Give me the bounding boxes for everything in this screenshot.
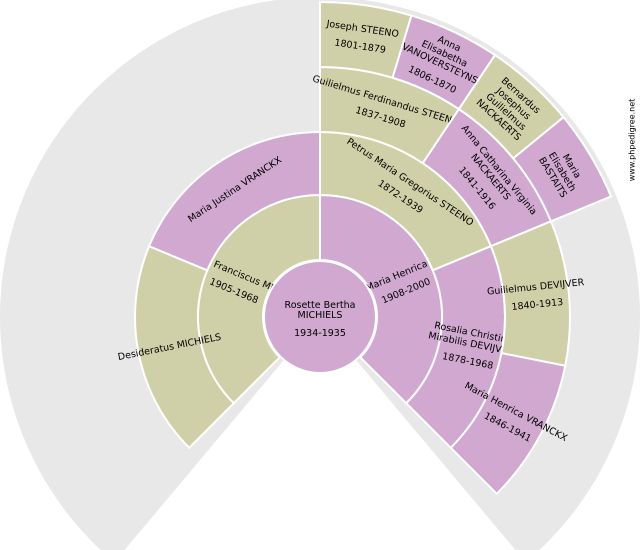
person-dates: 1840-1913 <box>511 296 564 312</box>
person-sector[interactable] <box>511 115 613 223</box>
person-g4-1[interactable]: Joseph STEENO1801-1879 <box>319 0 413 80</box>
person-g4-4[interactable]: MariaElisabethBASTAITS <box>511 115 613 223</box>
root-dates: 1934-1935 <box>294 328 346 339</box>
watermark-text: www.phpedigree.net <box>628 99 637 182</box>
person-g4-2[interactable]: AnnaElisabethaVANOVERSTEYNS1806-1870 <box>391 14 497 111</box>
root-name-line: MICHIELS <box>298 310 343 321</box>
root-name-line: Rosette Bertha <box>285 300 356 311</box>
person-sector[interactable] <box>449 351 567 496</box>
person-mf-ggm[interactable]: Maria Henrica VRANCKX1846-1941 <box>449 351 570 496</box>
root-circle[interactable] <box>263 260 377 374</box>
